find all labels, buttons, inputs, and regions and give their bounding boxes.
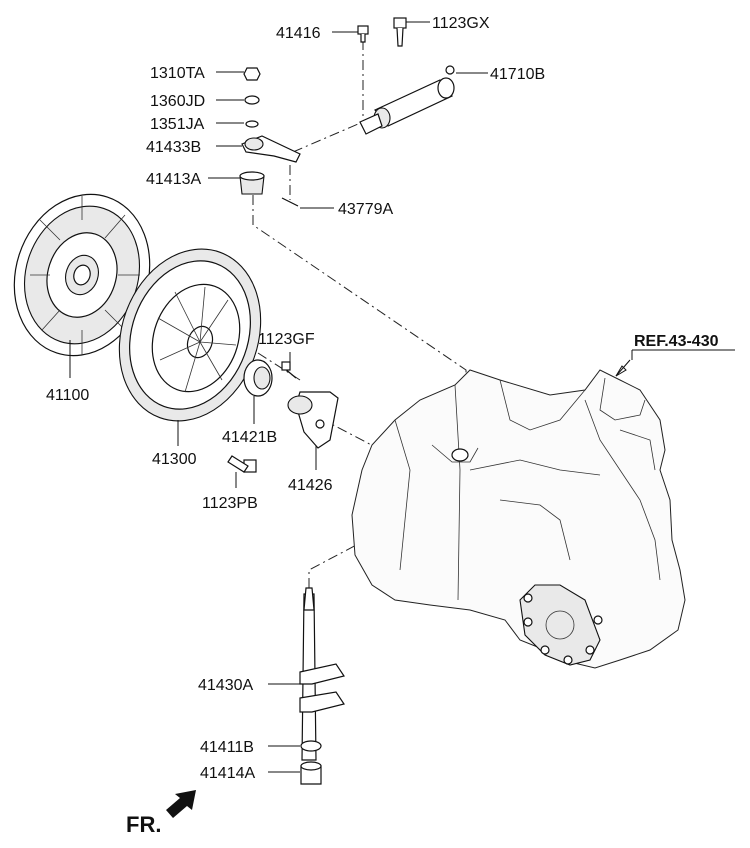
hardware-stack xyxy=(239,67,301,207)
label-41710b: 41710B xyxy=(490,66,545,83)
front-label: FR. xyxy=(126,812,161,837)
label-41100: 41100 xyxy=(46,387,89,404)
release-cylinder xyxy=(359,65,455,135)
pressure-plate xyxy=(118,248,262,422)
label-41300: 41300 xyxy=(152,451,197,468)
label-1123pb: 1123PB xyxy=(202,495,258,512)
label-41433b: 41433B xyxy=(146,139,201,156)
label-41426: 41426 xyxy=(288,477,333,494)
label-41413a: 41413A xyxy=(146,171,201,188)
arrow-down-left-icon xyxy=(166,790,196,818)
label-43779a: 43779A xyxy=(338,201,393,218)
label-1123gx: 1123GX xyxy=(432,15,490,32)
label-1360jd: 1360JD xyxy=(150,93,205,110)
bolt-41416 xyxy=(357,25,369,43)
transmission-case xyxy=(351,369,686,669)
label-41414a: 41414A xyxy=(200,765,255,782)
reference-label[interactable]: REF.43-430 xyxy=(634,333,719,350)
leader-lines xyxy=(69,21,735,773)
release-bearing xyxy=(243,359,273,397)
bolt-1123gx xyxy=(393,17,407,47)
bearing-retainer xyxy=(287,391,339,449)
label-41430a: 41430A xyxy=(198,677,253,694)
release-fork-shaft xyxy=(299,587,345,785)
label-1123gf: 1123GF xyxy=(258,331,315,348)
label-41416: 41416 xyxy=(276,25,321,42)
label-1310ta: 1310TA xyxy=(150,65,205,82)
label-41421b: 41421B xyxy=(222,429,277,446)
bolt-1123pb xyxy=(227,455,257,473)
front-direction-marker: FR. xyxy=(126,790,196,837)
label-1351ja: 1351JA xyxy=(150,116,205,133)
bolt-1123gf xyxy=(281,361,297,379)
label-41411b: 41411B xyxy=(200,739,254,756)
